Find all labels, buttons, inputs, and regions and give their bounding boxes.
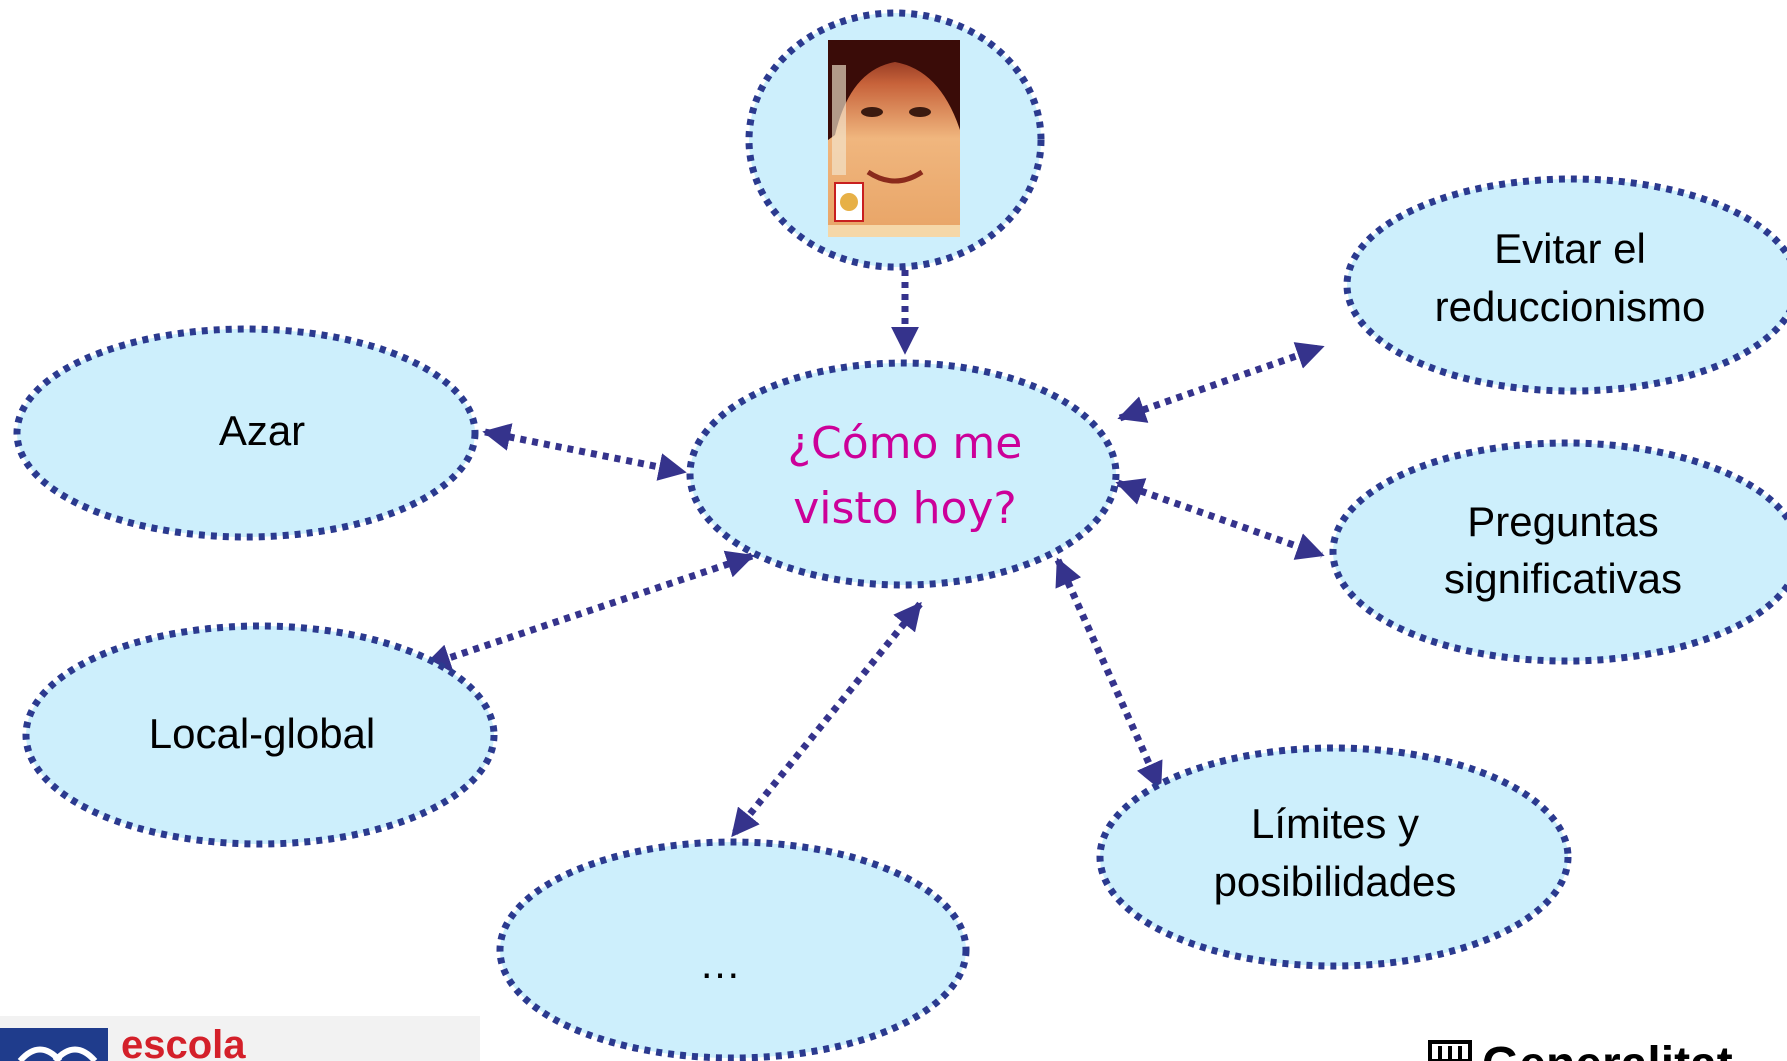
node-limites-line1: Límites y xyxy=(1251,800,1419,847)
connectors xyxy=(422,270,1325,838)
generalitat-logo: Generalitat xyxy=(1428,1038,1733,1061)
portrait-photo xyxy=(828,40,960,237)
node-evitar-line1: Evitar el xyxy=(1494,225,1646,272)
node-evitar-reduccionismo: Evitar el reduccionismo xyxy=(1343,175,1787,395)
connector-center-local xyxy=(422,550,755,672)
node-limites-line2: posibilidades xyxy=(1214,858,1457,905)
node-preguntas-significativas: Preguntas significativas xyxy=(1329,439,1787,665)
node-evitar-line2: reduccionismo xyxy=(1435,283,1706,330)
connector-center-evitar xyxy=(1117,342,1325,423)
node-limites-posibilidades: Límites y posibilidades xyxy=(1096,744,1572,970)
center-title-line2: visto hoy? xyxy=(793,483,1017,534)
node-local-global: Local-global xyxy=(22,622,498,848)
node-preguntas-line1: Preguntas xyxy=(1467,498,1658,545)
center-node: ¿Cómo me visto hoy? xyxy=(686,359,1120,589)
node-azar-label: Azar xyxy=(219,407,305,454)
connector-center-azar xyxy=(482,423,687,481)
generalitat-logo-text: Generalitat xyxy=(1482,1038,1733,1061)
connector-center-ellipsis xyxy=(730,601,923,838)
escola-logo: escola xyxy=(0,1016,480,1061)
node-ellipsis: … xyxy=(496,838,970,1061)
photo-node xyxy=(745,9,1045,271)
node-preguntas-line2: significativas xyxy=(1444,555,1682,602)
node-ellipsis-label: … xyxy=(699,940,741,987)
node-azar: Azar xyxy=(13,325,479,541)
connector-center-preguntas xyxy=(1115,478,1325,560)
escola-logo-text: escola xyxy=(121,1023,246,1061)
center-title-line1: ¿Cómo me xyxy=(788,418,1023,469)
connector-center-limites xyxy=(1054,557,1164,791)
node-local-label: Local-global xyxy=(149,710,376,757)
